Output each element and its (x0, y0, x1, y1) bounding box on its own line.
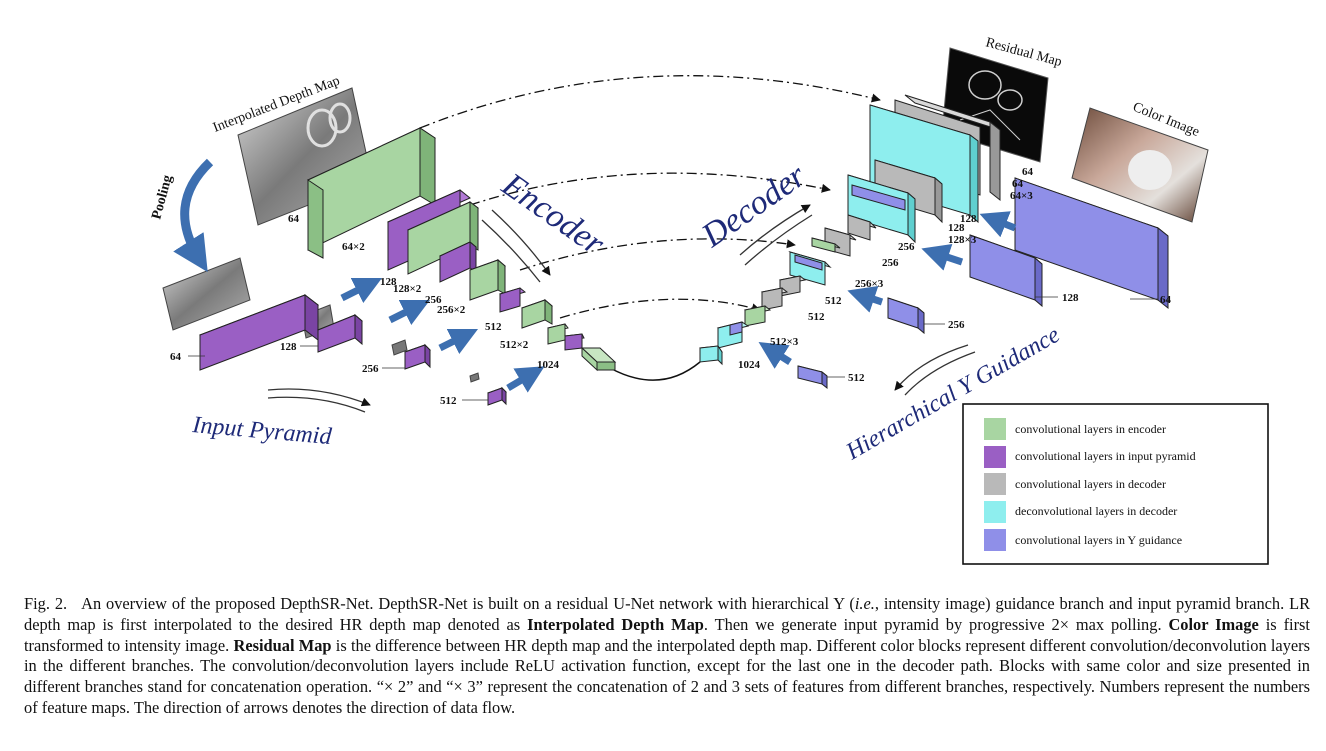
guidance-block-256 (887, 297, 925, 335)
caption-fig-label: Fig. 2. (24, 594, 68, 613)
legend-text-deconv: deconvolutional layers in decoder (1015, 504, 1177, 518)
encoder-label: Encoder (495, 166, 612, 263)
label-leader-lines (188, 296, 1158, 401)
caption-bold-interpolated-depth-map: Interpolated Depth Map (527, 614, 704, 634)
guidance-to-decoder-arrows (758, 211, 1017, 369)
decoder-label-512x3: 512×3 (770, 336, 799, 348)
encoder-label-128: 128 (380, 276, 397, 288)
encoder-block-256 (469, 258, 527, 313)
encoder-label-1024: 1024 (537, 359, 560, 371)
encoder-block-512 (521, 298, 585, 351)
pooling-label: Pooling (149, 174, 175, 221)
guidance-blocks (797, 177, 1169, 390)
decoder-label-128x3: 128×3 (948, 234, 977, 246)
decoder-label-64-b: 64 (1022, 166, 1034, 178)
decoder-label-64x3: 64×3 (1010, 190, 1033, 202)
pyramid-label-64: 64 (170, 351, 182, 363)
encoder-block-64 (306, 127, 437, 259)
legend-item-decoder: convolutional layers in decoder (984, 473, 1166, 495)
decoder-feature-labels: 1024 512×3 512 512 256×3 256 256 128×3 1… (738, 166, 1034, 371)
color-image (1071, 107, 1209, 223)
encoder-block-128x2 (439, 240, 477, 283)
pyramid-blocks (198, 293, 507, 406)
legend-item-pyramid: convolutional layers in input pyramid (984, 446, 1196, 468)
pyramid-block-128 (317, 313, 363, 353)
encoder-label-512x2: 512×2 (500, 339, 529, 351)
figure-caption: Fig. 2. An overview of the proposed Depth… (24, 594, 1310, 719)
guidance-label-128: 128 (1062, 292, 1079, 304)
encoder-label-512: 512 (485, 321, 502, 333)
legend-item-deconv: deconvolutional layers in decoder (984, 501, 1177, 523)
decoder-label-256-b: 256 (898, 241, 915, 253)
legend-text-guidance: convolutional layers in Y guidance (1015, 533, 1182, 547)
caption-bold-residual-map: Residual Map (233, 635, 332, 655)
guidance-block-128 (969, 234, 1043, 308)
encoder-label-256x2: 256×2 (437, 304, 466, 316)
guidance-label-64: 64 (1160, 294, 1172, 306)
encoder-blocks (306, 127, 617, 372)
decoder-label-512-b: 512 (825, 295, 842, 307)
pyramid-label-128: 128 (280, 341, 297, 353)
input-pyramid-label: Input Pyramid (190, 412, 333, 450)
pyramid-block-256 (404, 343, 431, 370)
legend-swatch-decoder (984, 473, 1006, 495)
decoder-block-512-stack (716, 275, 807, 349)
pyramid-block-64 (198, 293, 320, 371)
decoder-label-128-a: 128 (948, 222, 965, 234)
guidance-label-256: 256 (948, 319, 965, 331)
pyramid-to-encoder-arrows (340, 277, 545, 393)
encoder-label-128x2: 128×2 (393, 283, 422, 295)
guidance-block-64 (1014, 177, 1169, 310)
pyramid-label-256: 256 (362, 363, 379, 375)
decoder-label-128-b: 128 (960, 213, 977, 225)
decoder-block-256-stack (788, 214, 877, 286)
encoder-label-64: 64 (288, 213, 300, 225)
pyramid-feature-labels: 64 128 256 512 (170, 341, 457, 407)
encoder-feature-labels: 64 64×2 128 128×2 256 256×2 512 512×2 10… (288, 213, 560, 371)
pooling-arrow (173, 158, 214, 273)
decoder-label-1024: 1024 (738, 359, 761, 371)
decoder-label-512-a: 512 (808, 311, 825, 323)
legend-swatch-pyramid (984, 446, 1006, 468)
legend-text-pyramid: convolutional layers in input pyramid (1015, 449, 1196, 463)
legend-frame (962, 403, 1269, 565)
legend-text-decoder: convolutional layers in decoder (1015, 477, 1166, 491)
decoder-label-64-a: 64 (1012, 178, 1024, 190)
legend-item-encoder: convolutional layers in encoder (984, 418, 1166, 440)
pyramid-label-512: 512 (440, 395, 457, 407)
legend: convolutional layers in encoder convolut… (962, 403, 1269, 565)
caption-text-2: , intensity image) guidance branch and i… (24, 594, 1311, 634)
caption-text-3: . Then we generate input pyramid by prog… (703, 614, 1169, 634)
flow-arrows (267, 204, 976, 413)
decoder-label: Decoder (695, 157, 814, 255)
encoder-block-64x2 (387, 189, 479, 275)
caption-text-5: is the difference between HR depth map a… (24, 635, 1311, 717)
caption-text-4: is first transformed to intensity image. (24, 614, 1310, 655)
guidance-label-512: 512 (848, 372, 865, 384)
decoder-blocks (699, 94, 1001, 366)
skip-connections (419, 75, 881, 319)
decoder-label-256-a: 256 (882, 257, 899, 269)
caption-italic-ie: i.e. (854, 594, 875, 613)
legend-swatch-deconv (984, 501, 1006, 523)
caption-bold-color-image: Color Image (1168, 614, 1259, 634)
decoder-label-256x3: 256×3 (855, 278, 884, 290)
legend-swatch-guidance (984, 529, 1006, 551)
encoder-label-64x2: 64×2 (342, 241, 365, 253)
legend-item-guidance: convolutional layers in Y guidance (984, 529, 1182, 551)
guidance-block-512 (797, 365, 828, 390)
network-diagram: Interpolated Depth Map Residual Map Colo… (149, 35, 1269, 565)
guidance-feature-labels: 64 128 256 512 (848, 292, 1172, 384)
legend-swatch-encoder (984, 418, 1006, 440)
bottleneck-curve (609, 361, 701, 381)
caption-text-1: An overview of the proposed DepthSR-Net.… (81, 594, 855, 613)
legend-text-encoder: convolutional layers in encoder (1015, 422, 1166, 436)
pyramid-block-512 (487, 386, 507, 406)
decoder-block-1024 (699, 344, 723, 366)
encoder-label-256: 256 (425, 294, 442, 306)
encoder-block-1024 (580, 346, 617, 372)
